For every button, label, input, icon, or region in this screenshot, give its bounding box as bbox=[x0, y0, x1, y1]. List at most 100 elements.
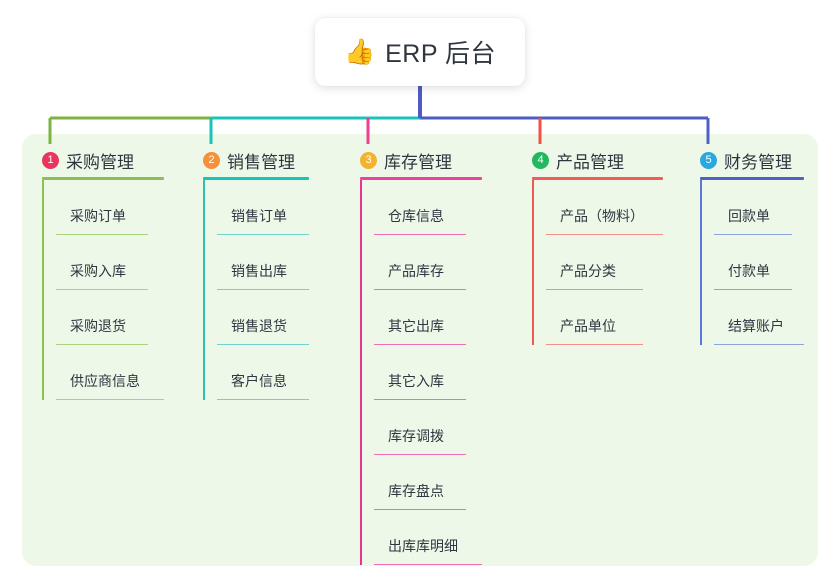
branch-item-label: 供应商信息 bbox=[70, 373, 140, 389]
branch-number-badge: 4 bbox=[532, 151, 549, 169]
branch-item-label: 产品单位 bbox=[560, 318, 616, 334]
branch-item-underline bbox=[217, 288, 309, 290]
branch-item-underline bbox=[374, 453, 466, 455]
branch-item[interactable]: 回款单 bbox=[714, 180, 804, 235]
branch-item-list: 回款单付款单结算账户 bbox=[700, 180, 804, 345]
branch-item[interactable]: 客户信息 bbox=[217, 345, 309, 400]
branch-item[interactable]: 其它出库 bbox=[374, 290, 482, 345]
branch-title: 库存管理 bbox=[384, 152, 452, 172]
branch-item[interactable]: 库存调拨 bbox=[374, 400, 482, 455]
branch-column-2: 2 销售管理销售订单销售出库销售退货客户信息 bbox=[203, 148, 309, 400]
branch-column-3: 3 库存管理仓库信息产品库存其它出库其它入库库存调拨库存盘点出库库明细 bbox=[360, 148, 482, 565]
branch-item-underline bbox=[56, 398, 164, 400]
branch-item-underline bbox=[546, 343, 643, 345]
root-node[interactable]: 👍 ERP 后台 bbox=[315, 18, 525, 86]
branch-underline bbox=[203, 177, 309, 180]
branch-column-5: 5 财务管理回款单付款单结算账户 bbox=[700, 148, 804, 345]
branch-number-badge: 3 bbox=[360, 151, 377, 169]
branch-number-badge: 2 bbox=[203, 151, 220, 169]
branch-item-underline bbox=[217, 343, 309, 345]
branch-underline bbox=[532, 177, 663, 180]
branch-spine bbox=[203, 180, 205, 400]
branch-item[interactable]: 采购入库 bbox=[56, 235, 164, 290]
branch-item[interactable]: 其它入库 bbox=[374, 345, 482, 400]
branch-item[interactable]: 产品（物料） bbox=[546, 180, 663, 235]
branch-item-list: 仓库信息产品库存其它出库其它入库库存调拨库存盘点出库库明细 bbox=[360, 180, 482, 565]
branch-underline bbox=[360, 177, 482, 180]
branch-item-label: 采购订单 bbox=[70, 208, 126, 224]
branch-item[interactable]: 产品分类 bbox=[546, 235, 663, 290]
branch-item[interactable]: 出库库明细 bbox=[374, 510, 482, 565]
branch-item-label: 其它入库 bbox=[388, 373, 444, 389]
branch-item-underline bbox=[374, 398, 466, 400]
branch-item-underline bbox=[546, 233, 663, 235]
branch-item-label: 仓库信息 bbox=[388, 208, 444, 224]
branch-title: 采购管理 bbox=[66, 152, 134, 172]
branch-item-label: 销售订单 bbox=[231, 208, 287, 224]
branch-item[interactable]: 销售退货 bbox=[217, 290, 309, 345]
branch-item-underline bbox=[714, 343, 804, 345]
branch-item-underline bbox=[217, 398, 309, 400]
branch-header-3[interactable]: 3 库存管理 bbox=[360, 148, 482, 172]
branch-item-label: 出库库明细 bbox=[388, 538, 458, 554]
branch-spine bbox=[700, 180, 702, 345]
branch-header-2[interactable]: 2 销售管理 bbox=[203, 148, 309, 172]
branch-item-label: 回款单 bbox=[728, 208, 770, 224]
branch-title: 财务管理 bbox=[724, 152, 792, 172]
branch-item[interactable]: 结算账户 bbox=[714, 290, 804, 345]
branch-item-list: 产品（物料） 产品分类产品单位 bbox=[532, 180, 663, 345]
branch-item[interactable]: 采购订单 bbox=[56, 180, 164, 235]
branch-item-label: 库存盘点 bbox=[388, 483, 444, 499]
branch-number-badge: 5 bbox=[700, 151, 717, 169]
branch-item[interactable]: 库存盘点 bbox=[374, 455, 482, 510]
branch-header-5[interactable]: 5 财务管理 bbox=[700, 148, 804, 172]
branch-item-label: 产品库存 bbox=[388, 263, 444, 279]
branch-item[interactable]: 供应商信息 bbox=[56, 345, 164, 400]
branch-item[interactable]: 销售订单 bbox=[217, 180, 309, 235]
branch-item-label: 采购退货 bbox=[70, 318, 126, 334]
branch-title: 产品管理 bbox=[556, 152, 624, 172]
branch-item-list: 采购订单采购入库采购退货供应商信息 bbox=[42, 180, 164, 400]
branch-item-label: 结算账户 bbox=[728, 318, 784, 334]
branch-spine bbox=[532, 180, 534, 345]
branch-item-underline bbox=[714, 233, 792, 235]
branch-item-label: 产品（物料） bbox=[560, 208, 644, 224]
branch-item[interactable]: 销售出库 bbox=[217, 235, 309, 290]
branch-item-label: 客户信息 bbox=[231, 373, 287, 389]
branch-item[interactable]: 产品库存 bbox=[374, 235, 482, 290]
thumbs-up-icon: 👍 bbox=[343, 37, 376, 66]
branch-spine bbox=[360, 180, 362, 565]
branch-item-underline bbox=[546, 288, 643, 290]
branch-item-underline bbox=[56, 233, 148, 235]
branch-item[interactable]: 采购退货 bbox=[56, 290, 164, 345]
branch-item-underline bbox=[56, 343, 148, 345]
branch-column-4: 4 产品管理产品（物料） 产品分类产品单位 bbox=[532, 148, 663, 345]
branch-item-label: 销售退货 bbox=[231, 318, 287, 334]
branch-item-underline bbox=[374, 288, 466, 290]
branch-item-underline bbox=[374, 343, 466, 345]
branch-item-underline bbox=[374, 563, 482, 565]
branch-item-label: 库存调拨 bbox=[388, 428, 444, 444]
branch-underline bbox=[42, 177, 164, 180]
branch-spine bbox=[42, 180, 44, 400]
diagram-background-panel bbox=[22, 134, 818, 566]
branch-item[interactable]: 付款单 bbox=[714, 235, 804, 290]
branch-item-underline bbox=[374, 233, 466, 235]
branch-header-4[interactable]: 4 产品管理 bbox=[532, 148, 663, 172]
branch-item[interactable]: 产品单位 bbox=[546, 290, 663, 345]
branch-item-underline bbox=[217, 233, 309, 235]
branch-item-underline bbox=[56, 288, 148, 290]
branch-item-label: 产品分类 bbox=[560, 263, 616, 279]
branch-item-label: 付款单 bbox=[728, 263, 770, 279]
branch-underline bbox=[700, 177, 804, 180]
branch-item-label: 采购入库 bbox=[70, 263, 126, 279]
branch-title: 销售管理 bbox=[227, 152, 295, 172]
branch-item[interactable]: 仓库信息 bbox=[374, 180, 482, 235]
root-node-title: ERP 后台 bbox=[385, 40, 497, 68]
branch-item-label: 其它出库 bbox=[388, 318, 444, 334]
branch-item-underline bbox=[714, 288, 792, 290]
branch-item-underline bbox=[374, 508, 466, 510]
